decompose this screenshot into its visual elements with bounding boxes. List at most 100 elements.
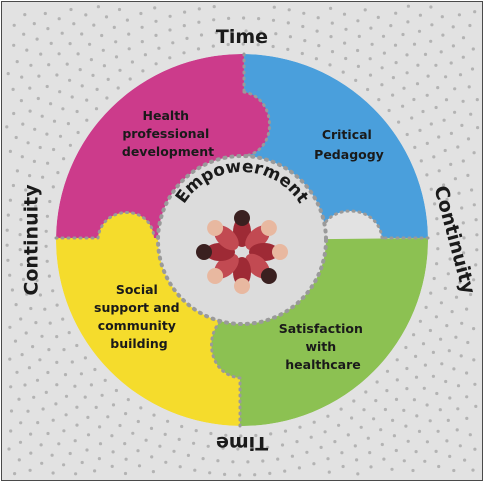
background-dot <box>106 77 110 81</box>
background-dot <box>452 468 456 473</box>
background-dot <box>192 441 196 445</box>
background-dot <box>416 63 420 67</box>
background-dot <box>421 342 426 346</box>
background-dot <box>83 356 87 360</box>
background-dot <box>140 25 144 29</box>
background-dot <box>475 248 479 252</box>
background-dot <box>274 32 278 36</box>
background-dot <box>28 174 32 178</box>
background-dot <box>153 6 157 10</box>
background-dot <box>343 41 347 45</box>
background-dot <box>57 442 61 446</box>
background-dot <box>197 7 201 11</box>
background-dot <box>259 30 263 34</box>
background-dot <box>151 470 155 474</box>
background-dot <box>462 236 466 240</box>
background-dot <box>319 445 323 449</box>
background-dot <box>429 291 433 295</box>
background-dot <box>448 257 452 261</box>
background-dot <box>445 197 449 202</box>
background-dot <box>227 16 231 20</box>
background-dot <box>440 362 444 366</box>
label-top-left: Health professional development <box>122 108 214 159</box>
background-dot <box>449 61 453 65</box>
background-dot <box>212 5 216 9</box>
background-dot <box>12 23 16 27</box>
background-dot <box>21 277 26 281</box>
background-dot <box>102 64 106 68</box>
background-dot <box>414 375 419 379</box>
background-dot <box>14 135 18 140</box>
background-dot <box>239 434 243 438</box>
background-dot <box>436 86 440 90</box>
background-dot <box>96 5 100 9</box>
background-dot <box>206 444 210 448</box>
background-dot <box>422 386 426 390</box>
background-dot <box>429 5 433 9</box>
background-dot <box>382 457 386 461</box>
background-dot <box>67 331 71 335</box>
background-dot <box>168 28 172 32</box>
background-dot <box>98 442 103 446</box>
background-dot <box>69 7 73 12</box>
background-dot <box>429 187 433 191</box>
background-dot <box>465 307 469 311</box>
background-dot <box>5 125 9 129</box>
background-dot <box>36 421 40 425</box>
background-dot <box>300 51 304 56</box>
background-dot <box>434 105 438 110</box>
background-dot <box>51 471 55 475</box>
background-dot <box>44 244 48 248</box>
background-dot <box>393 43 398 47</box>
background-dot <box>341 70 345 74</box>
background-dot <box>130 60 134 64</box>
background-dot <box>45 84 49 89</box>
background-dot <box>86 433 91 437</box>
background-dot <box>423 363 427 367</box>
background-dot <box>208 471 212 475</box>
background-dot <box>473 447 477 451</box>
background-dot <box>224 433 228 437</box>
background-dot <box>439 337 443 341</box>
background-dot <box>456 407 460 411</box>
background-dot <box>271 44 275 49</box>
background-dot <box>385 369 390 373</box>
background-dot <box>103 378 107 382</box>
background-dot <box>327 470 331 474</box>
background-dot <box>456 145 460 149</box>
background-dot <box>32 395 36 399</box>
background-dot <box>88 42 92 46</box>
background-dot <box>425 440 429 444</box>
background-dot <box>453 87 457 91</box>
background-dot <box>23 383 27 387</box>
background-dot <box>312 462 316 466</box>
background-dot <box>127 32 131 36</box>
background-dot <box>57 52 61 56</box>
background-dot <box>62 348 66 352</box>
background-dot <box>472 358 476 362</box>
background-dot <box>410 116 414 120</box>
background-dot <box>356 472 360 476</box>
background-dot <box>414 450 418 454</box>
background-dot <box>448 454 452 458</box>
background-dot <box>444 379 448 384</box>
background-dot <box>118 423 122 428</box>
background-dot <box>50 453 54 457</box>
background-dot <box>35 278 39 283</box>
background-dot <box>375 380 379 384</box>
background-dot <box>449 242 453 246</box>
background-dot <box>9 429 13 433</box>
background-dot <box>97 457 101 461</box>
background-dot <box>33 127 37 131</box>
background-dot <box>391 76 395 80</box>
background-dot <box>80 460 84 465</box>
background-dot <box>23 13 27 17</box>
background-dot <box>20 75 24 79</box>
background-dot <box>368 73 373 77</box>
background-dot <box>417 29 422 33</box>
background-dot <box>474 404 478 408</box>
background-dot <box>339 407 343 411</box>
background-dot <box>272 5 276 9</box>
background-dot <box>425 173 429 177</box>
background-dot <box>144 438 148 442</box>
